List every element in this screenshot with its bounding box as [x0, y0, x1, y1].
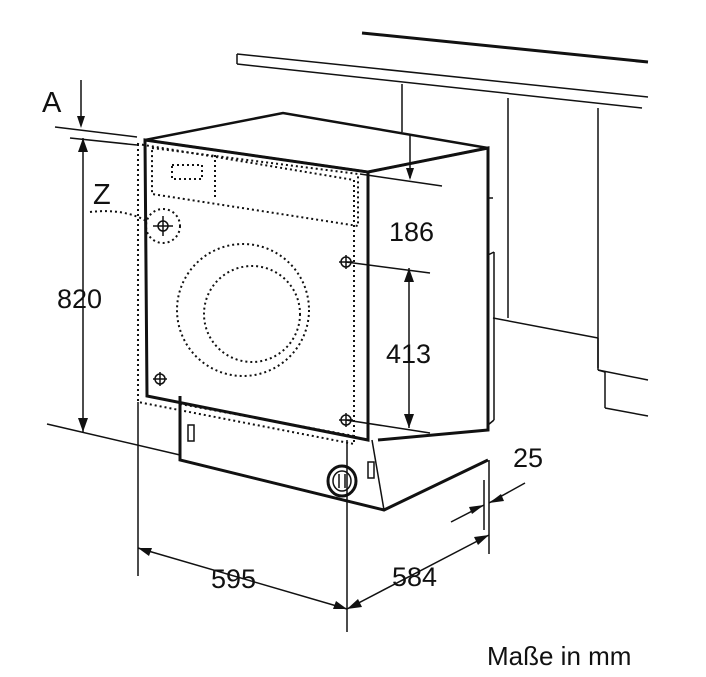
dimension-door-offset-25: 25	[513, 443, 543, 473]
dimension-hinge-span-413: 413	[386, 339, 431, 369]
units-caption: Maße in mm	[487, 641, 631, 671]
dimension-top-offset-186: 186	[389, 217, 434, 247]
porthole	[176, 243, 310, 377]
plinth-slot-left	[187, 424, 195, 442]
plinth-slot-right	[367, 461, 375, 479]
label-z: Z	[93, 179, 111, 211]
fixing-point-z-icon	[145, 208, 181, 244]
dimension-height-820: 820	[57, 284, 102, 314]
washer-body	[143, 111, 490, 512]
drain-knob-icon	[326, 464, 358, 498]
fixing-point-bottom-left-icon	[153, 372, 167, 386]
door-outline	[137, 142, 359, 446]
dimension-lines	[46, 80, 526, 632]
dimension-depth-584: 584	[392, 562, 437, 592]
label-a: A	[42, 87, 62, 119]
fixing-points	[145, 208, 353, 427]
cabinet-outline	[236, 31, 649, 426]
dimension-width-595: 595	[211, 564, 256, 594]
